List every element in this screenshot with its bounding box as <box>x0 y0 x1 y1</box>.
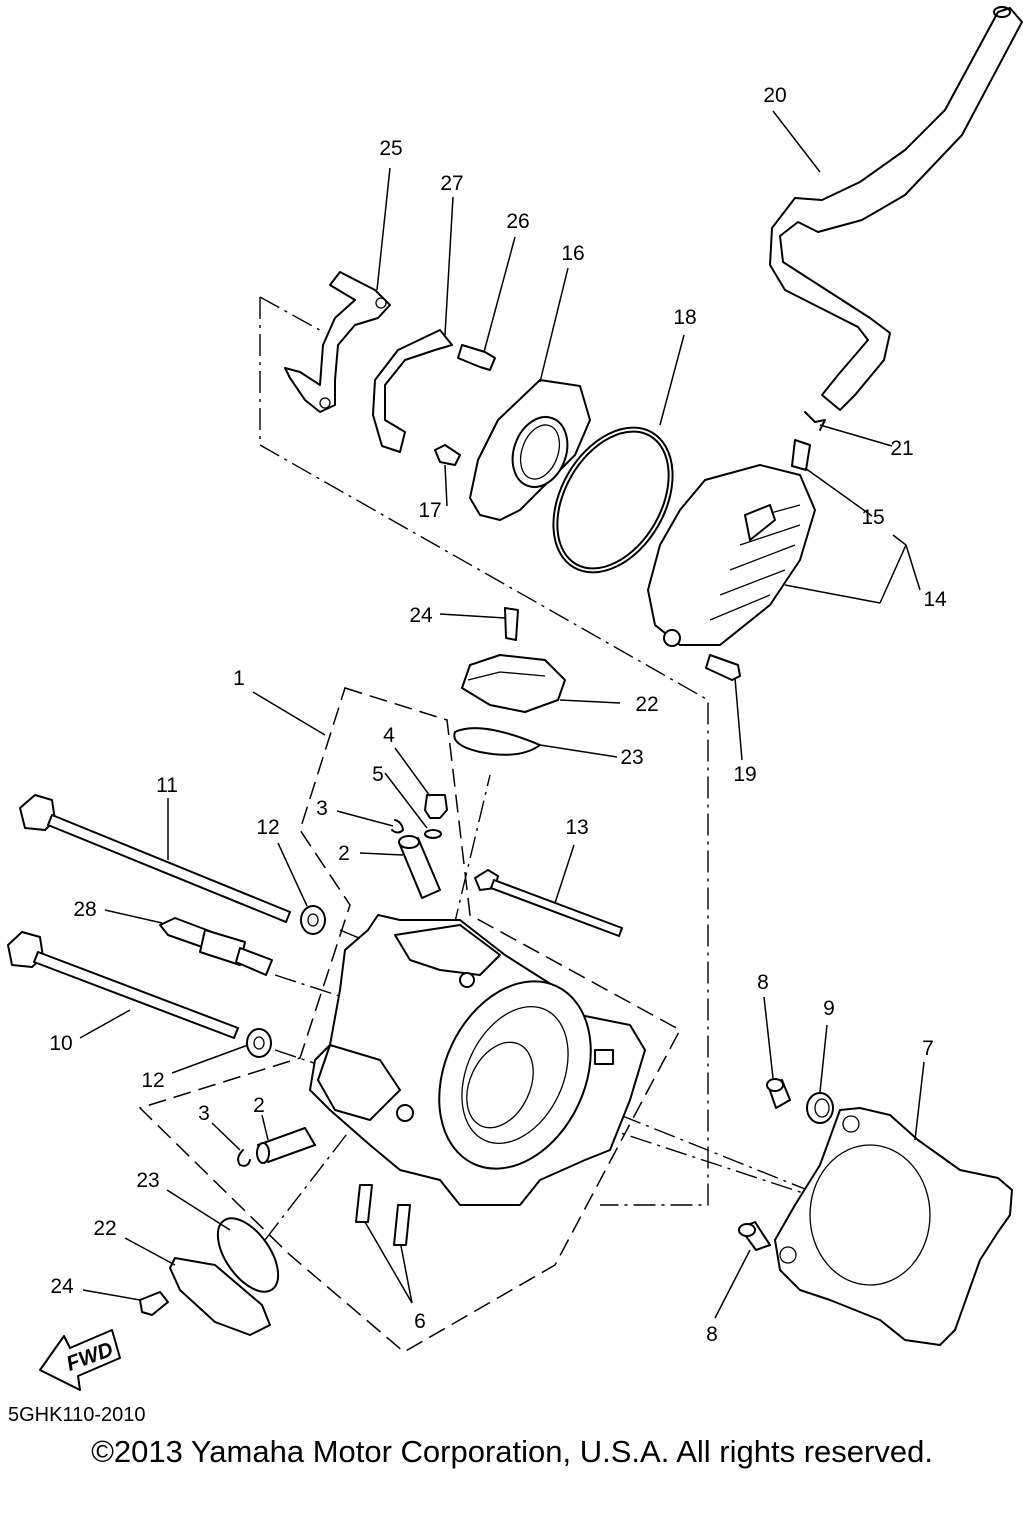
washers-12 <box>246 905 326 1058</box>
circlip-lower <box>237 1149 251 1167</box>
cover-bolt <box>705 654 741 681</box>
callout-10: 10 <box>49 1032 72 1055</box>
bolt-4 <box>424 794 448 819</box>
callout-24-lower: 24 <box>50 1275 74 1298</box>
callout-8-upper: 8 <box>757 971 769 994</box>
cover <box>647 464 816 647</box>
callout-13: 13 <box>565 816 588 839</box>
bracket <box>284 271 391 413</box>
callout-25: 25 <box>379 137 402 160</box>
bottom-gasket <box>216 1217 280 1293</box>
hose-fitting <box>791 439 811 471</box>
callout-14: 14 <box>923 588 947 611</box>
callout-3-lower: 3 <box>198 1102 210 1125</box>
studs <box>355 1184 411 1246</box>
callout-7: 7 <box>922 1037 934 1060</box>
callout-4: 4 <box>383 724 395 747</box>
spark-plug <box>159 917 273 976</box>
bottom-cap <box>169 1257 271 1336</box>
callout-9: 9 <box>823 997 835 1020</box>
o-ring <box>552 426 674 574</box>
callout-11: 11 <box>156 774 178 797</box>
copyright-notice: ©2013 Yamaha Motor Corporation, U.S.A. A… <box>91 1434 933 1469</box>
callout-12-lower: 12 <box>141 1069 164 1092</box>
breather-hose <box>769 6 1023 411</box>
callout-27: 27 <box>440 172 463 195</box>
callout-26: 26 <box>506 210 529 233</box>
plate-bracket <box>372 329 453 453</box>
callout-18: 18 <box>673 306 696 329</box>
callout-22-top: 22 <box>635 693 658 716</box>
hose-clip <box>804 411 826 431</box>
callout-17: 17 <box>418 499 441 522</box>
top-cap <box>461 654 566 713</box>
callout-6: 6 <box>414 1310 426 1333</box>
bolt-26 <box>457 344 496 371</box>
washer-5 <box>424 829 442 839</box>
callout-12-upper: 12 <box>256 816 279 839</box>
callout-22-lower: 22 <box>93 1217 116 1240</box>
cover-plate <box>469 379 591 521</box>
top-gasket <box>453 727 541 756</box>
diagram-code: 5GHK110-2010 <box>8 1404 146 1426</box>
cylinder-head <box>309 914 646 1206</box>
long-bolt-11 <box>19 794 291 923</box>
callout-15: 15 <box>861 506 884 529</box>
callout-28: 28 <box>73 898 96 921</box>
dowel-8-lower <box>738 1221 771 1251</box>
callout-24-top: 24 <box>409 604 433 627</box>
bolt-13 <box>474 869 623 937</box>
bolt-17 <box>434 444 461 466</box>
dowel-pin-lower <box>256 1127 316 1164</box>
callout-23-lower: 23 <box>136 1169 159 1192</box>
leader-lines <box>79 110 925 1319</box>
long-bolt-10 <box>7 931 239 1039</box>
bottom-bolt <box>139 1291 169 1316</box>
callout-1: 1 <box>233 667 245 690</box>
callout-20: 20 <box>763 84 786 107</box>
callout-2-upper: 2 <box>338 842 350 865</box>
cylinder-head-assembly-outline <box>138 687 682 1353</box>
callout-3-upper: 3 <box>316 797 328 820</box>
callout-5: 5 <box>372 763 384 786</box>
collar-9 <box>806 1092 834 1124</box>
dowel-pin-upper <box>398 835 441 899</box>
callout-labels: 20 25 27 26 16 18 21 15 14 17 24 22 23 1… <box>49 84 947 1346</box>
callout-21: 21 <box>890 437 913 460</box>
fwd-arrow-icon: FWD <box>39 1329 121 1391</box>
circlip-upper <box>391 819 404 834</box>
callout-8-lower: 8 <box>706 1323 718 1346</box>
top-bolt <box>504 607 519 641</box>
cylinder-gasket <box>774 1107 1013 1346</box>
callout-16: 16 <box>561 242 584 265</box>
dowel-8-upper <box>766 1078 791 1109</box>
callout-19: 19 <box>733 763 756 786</box>
callout-2-lower: 2 <box>253 1094 265 1117</box>
callout-23-top: 23 <box>620 746 643 769</box>
